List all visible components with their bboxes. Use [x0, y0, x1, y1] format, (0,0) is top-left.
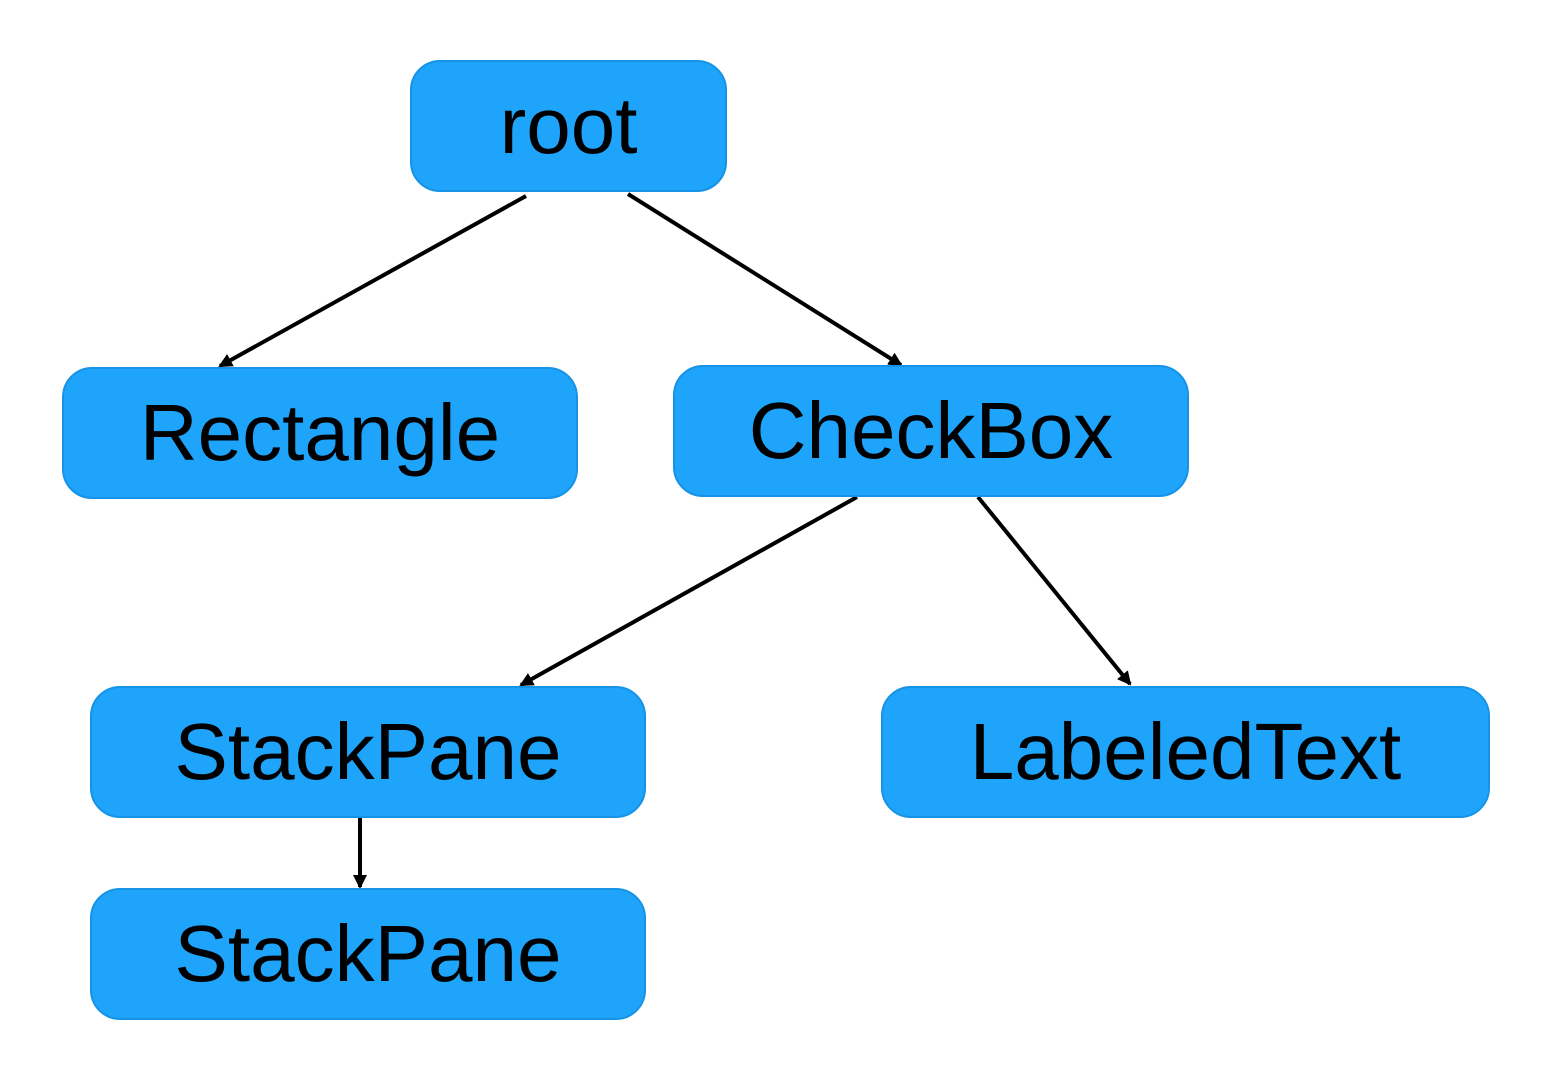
node-root-label: root: [499, 81, 638, 170]
edge-root-to-rectangle: [218, 194, 527, 368]
node-checkbox: CheckBox: [673, 365, 1189, 497]
node-labeledtext-label: LabeledText: [969, 707, 1402, 796]
node-rectangle: Rectangle: [62, 367, 578, 499]
node-checkbox-label: CheckBox: [748, 386, 1114, 475]
node-stackpane-parent-label: StackPane: [174, 707, 562, 796]
edge-checkbox-to-stackpane: [519, 495, 858, 687]
node-stackpane-child: StackPane: [90, 888, 646, 1020]
edge-checkbox-to-labeledtext: [976, 495, 1132, 686]
node-stackpane-parent: StackPane: [90, 686, 646, 818]
node-labeledtext: LabeledText: [881, 686, 1490, 818]
node-stackpane-child-label: StackPane: [174, 909, 562, 998]
edge-root-to-checkbox: [626, 192, 903, 367]
node-root: root: [410, 60, 727, 192]
node-rectangle-label: Rectangle: [139, 388, 501, 477]
